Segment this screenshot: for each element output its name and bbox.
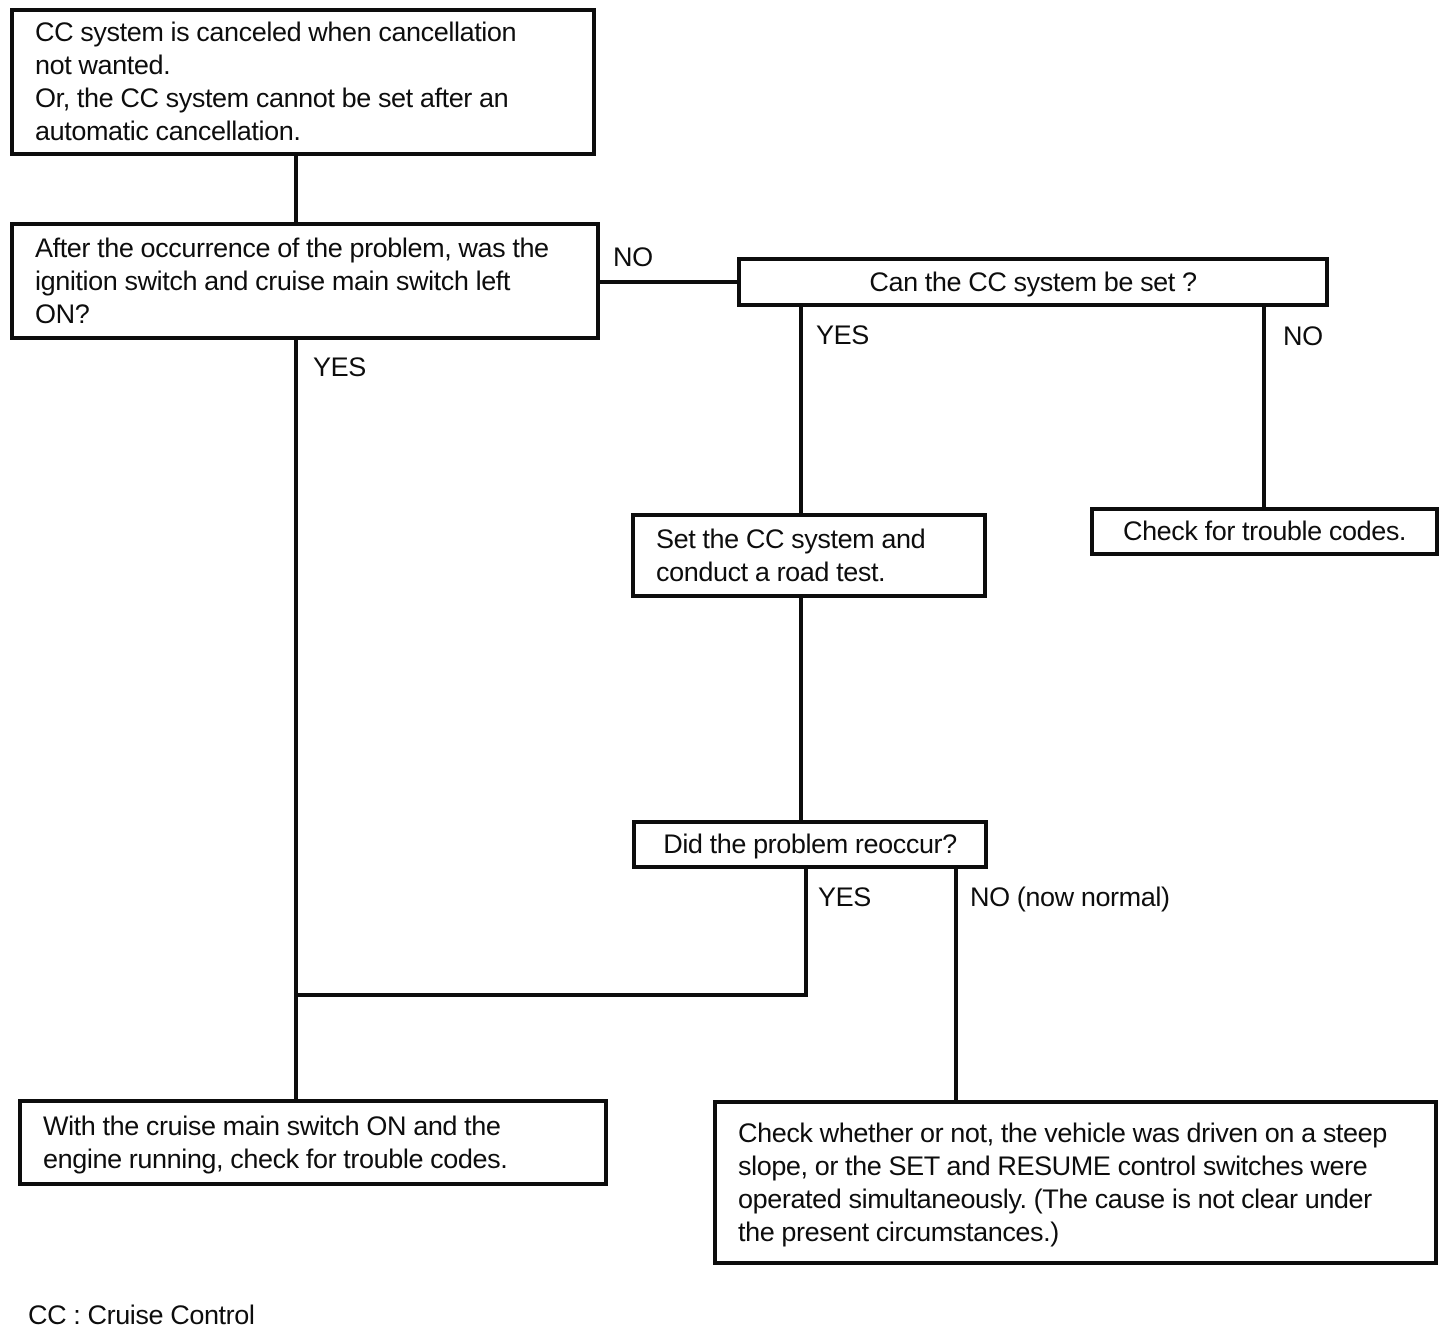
label-switches-yes: YES bbox=[313, 352, 366, 382]
cc-abbreviation-note: CC : Cruise Control bbox=[28, 1300, 255, 1330]
node-problem-statement: CC system is canceled when cancellation … bbox=[10, 8, 596, 156]
connector-switches-yes-line bbox=[294, 340, 298, 1099]
node-can-cc-be-set-question: Can the CC system be set ? bbox=[737, 257, 1329, 307]
node-check-codes-engine-running: With the cruise main switch ON and the e… bbox=[18, 1099, 608, 1186]
connector-problem-to-switches-line bbox=[294, 156, 298, 222]
connector-yes-junction-line bbox=[294, 993, 808, 997]
label-can-set-no: NO bbox=[1283, 321, 1323, 351]
node-check-trouble-codes: Check for trouble codes. bbox=[1090, 507, 1439, 556]
label-reoccur-no: NO (now normal) bbox=[970, 882, 1170, 912]
connector-can-set-no-line bbox=[1262, 307, 1266, 507]
connector-road-test-to-reoccur-line bbox=[799, 598, 803, 820]
node-switches-left-on-question: After the occurrence of the problem, was… bbox=[10, 222, 600, 340]
connector-reoccur-yes-line bbox=[804, 869, 808, 997]
label-reoccur-yes: YES bbox=[818, 882, 871, 912]
node-problem-reoccur-question: Did the problem reoccur? bbox=[632, 820, 988, 869]
node-check-steep-slope: Check whether or not, the vehicle was dr… bbox=[713, 1100, 1438, 1265]
connector-can-set-yes-line bbox=[799, 307, 803, 513]
connector-reoccur-no-line bbox=[954, 869, 958, 1100]
label-can-set-yes: YES bbox=[816, 320, 869, 350]
node-set-cc-road-test: Set the CC system and conduct a road tes… bbox=[631, 513, 987, 598]
connector-switches-no-line bbox=[600, 280, 737, 284]
label-switches-no: NO bbox=[613, 242, 653, 272]
